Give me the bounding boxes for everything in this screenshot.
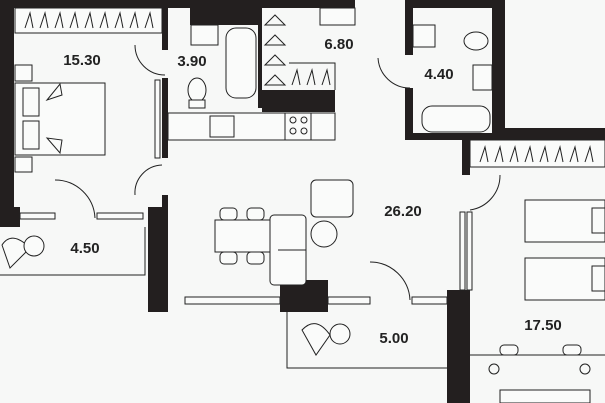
balcony-2-outline <box>286 312 448 369</box>
kitchen-counter <box>167 112 336 141</box>
room-area-bedroom-1: 15.30 <box>63 52 101 69</box>
room-area-bathroom-2: 4.40 <box>424 66 453 83</box>
room-area-living-kitchen: 26.20 <box>384 203 422 220</box>
room-area-bathroom-1: 3.90 <box>177 53 206 70</box>
room-area-balcony-2: 5.00 <box>379 330 408 347</box>
wardrobe-bedroom-1 <box>14 7 163 34</box>
room-area-walk-in-closet: 6.80 <box>324 36 353 53</box>
bathroom-1-fixtures <box>187 24 257 109</box>
doors[interactable] <box>54 44 501 301</box>
bathroom-2-fixtures <box>412 24 493 133</box>
dining-table <box>214 207 271 265</box>
wardrobe-bedroom-2 <box>469 139 605 168</box>
nightstand <box>14 156 33 173</box>
single-beds <box>524 199 605 301</box>
balcony-1-outline <box>0 227 146 276</box>
nightstand <box>14 64 33 82</box>
room-area-bedroom-2: 17.50 <box>524 317 562 334</box>
coffee-table <box>310 220 338 248</box>
windows <box>19 79 591 403</box>
armchair <box>310 179 354 218</box>
bed-double <box>14 82 106 156</box>
closet-hangers <box>263 7 356 90</box>
room-area-balcony-1: 4.50 <box>70 240 99 257</box>
desk-chairs <box>488 344 591 375</box>
lounge-chair <box>1 235 351 356</box>
sofa <box>269 214 307 286</box>
